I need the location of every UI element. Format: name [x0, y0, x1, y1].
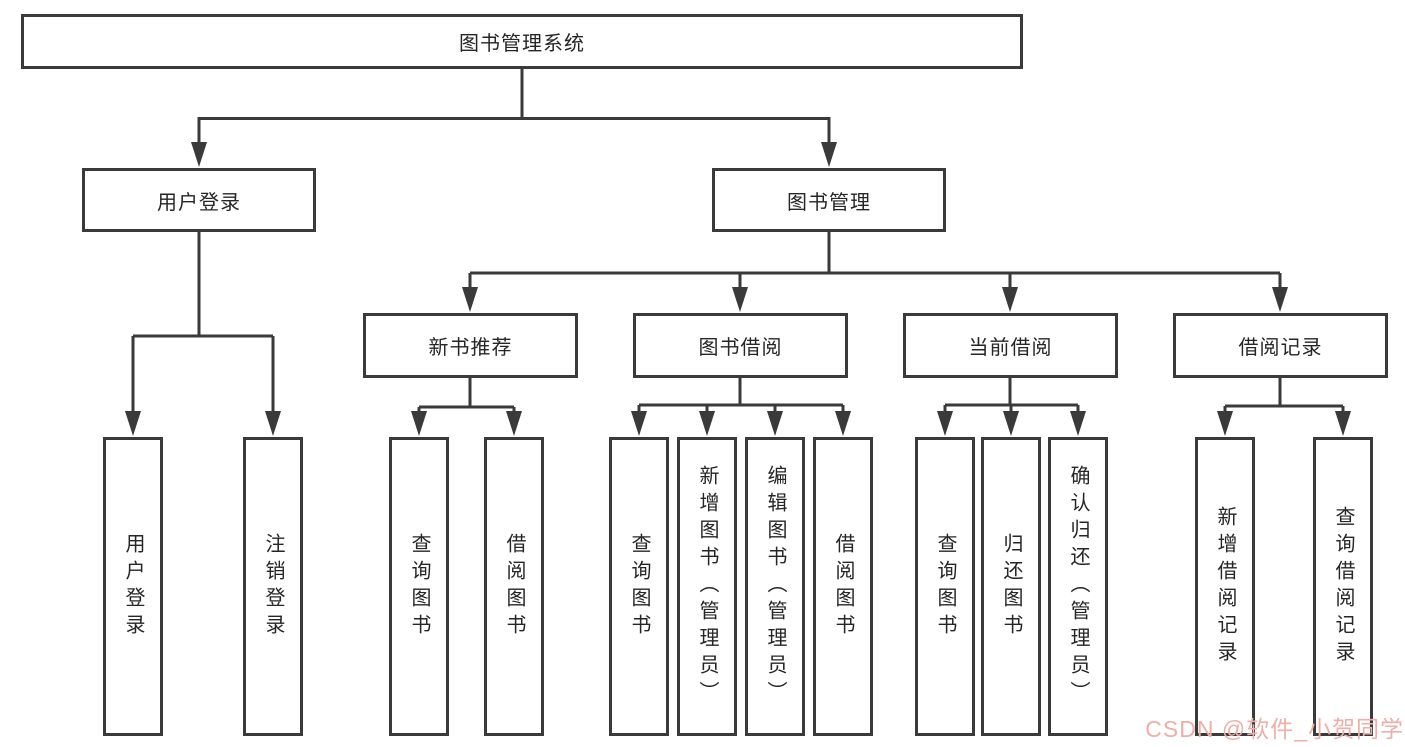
node-label: 借阅记录 [1238, 337, 1323, 359]
arrowhead [462, 287, 478, 312]
node-root-system: 图书管理系统 [21, 14, 1023, 69]
leaf-label: 借阅图书 [832, 532, 854, 641]
node-label: 当前借阅 [968, 337, 1053, 359]
connector-book-borrow-children [637, 378, 845, 416]
node-book-management: 图书管理 [712, 168, 946, 232]
leaf-label: 借阅图书 [503, 532, 525, 641]
leaf-label: 新增借阅记录 [1214, 505, 1236, 668]
connector-book-mgmt-children [468, 232, 1282, 291]
node-book-borrow: 图书借阅 [633, 313, 848, 378]
arrowhead [1217, 411, 1233, 436]
node-label: 图书管理系统 [459, 33, 585, 55]
node-label: 图书借阅 [698, 337, 783, 359]
arrowhead [125, 411, 141, 436]
leaf-label: 查询图书 [934, 532, 956, 641]
leaf-return-book: 归还图书 [981, 437, 1041, 736]
arrowhead [1335, 411, 1351, 436]
arrowhead [937, 411, 953, 436]
leaf-label: 用户登录 [122, 532, 144, 641]
leaf-label: 查询图书 [628, 532, 650, 641]
connector-borrow-record-children [1223, 378, 1345, 416]
arrowhead [411, 411, 427, 436]
connector-new-book-children [417, 378, 516, 416]
connector-root-to-level2 [197, 69, 831, 146]
leaf-label: 新增图书（管理员） [696, 465, 718, 708]
leaf-add-book-admin: 新增图书（管理员） [677, 437, 737, 736]
leaf-query-borrow-record: 查询借阅记录 [1313, 437, 1373, 736]
leaf-confirm-return-admin: 确认归还（管理员） [1048, 437, 1108, 736]
arrowhead [1003, 411, 1019, 436]
node-label: 新书推荐 [428, 337, 513, 359]
csdn-watermark: CSDN @软件_小贺同学 [1145, 716, 1404, 742]
leaf-borrow-book-2: 借阅图书 [813, 437, 873, 736]
leaf-logout: 注销登录 [243, 437, 303, 736]
node-current-borrow: 当前借阅 [903, 313, 1118, 378]
arrowhead [191, 142, 207, 167]
arrowhead [506, 411, 522, 436]
leaf-label: 查询图书 [408, 532, 430, 641]
leaf-label: 编辑图书（管理员） [764, 465, 786, 708]
arrowhead [631, 411, 647, 436]
leaf-add-borrow-record: 新增借阅记录 [1195, 437, 1255, 736]
connector-user-login-children [131, 232, 275, 414]
arrowhead [1002, 287, 1018, 312]
leaf-label: 注销登录 [262, 532, 284, 641]
leaf-label: 归还图书 [1000, 532, 1022, 641]
arrowhead [1272, 287, 1288, 312]
leaf-borrow-book-1: 借阅图书 [484, 437, 544, 736]
node-new-book-recommend: 新书推荐 [363, 313, 578, 378]
arrowhead [835, 411, 851, 436]
leaf-query-book-2: 查询图书 [609, 437, 669, 736]
arrowhead [732, 287, 748, 312]
leaf-label: 查询借阅记录 [1332, 505, 1354, 668]
leaf-label: 确认归还（管理员） [1067, 465, 1089, 708]
node-label: 图书管理 [787, 191, 871, 214]
arrowhead [767, 411, 783, 436]
leaf-edit-book-admin: 编辑图书（管理员） [745, 437, 805, 736]
leaf-user-login: 用户登录 [103, 437, 163, 736]
arrowhead [265, 411, 281, 436]
node-user-login: 用户登录 [82, 168, 316, 232]
node-borrow-record: 借阅记录 [1173, 313, 1388, 378]
arrowhead [1070, 411, 1086, 436]
arrowhead [699, 411, 715, 436]
arrowhead [821, 142, 837, 167]
node-label: 用户登录 [157, 191, 241, 214]
leaf-query-book-3: 查询图书 [915, 437, 975, 736]
connector-current-borrow-children [943, 378, 1080, 416]
leaf-query-book-1: 查询图书 [389, 437, 449, 736]
